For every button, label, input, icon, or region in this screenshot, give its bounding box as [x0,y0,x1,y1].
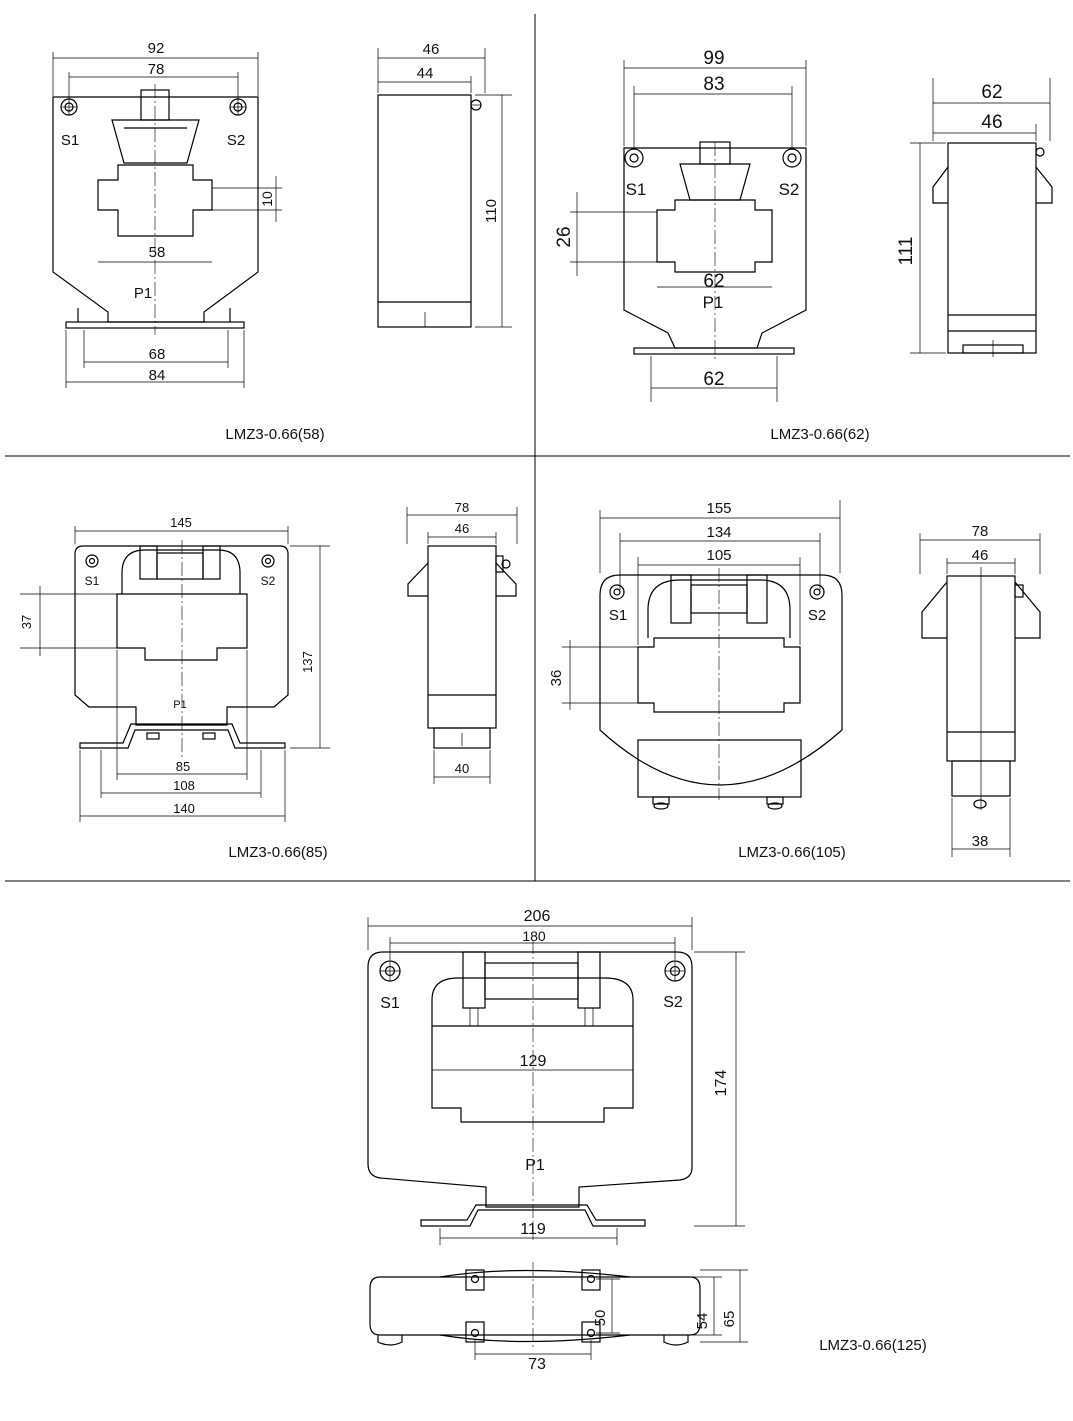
terminal-screw-icon [664,960,686,982]
terminal-screw-icon [1035,147,1045,157]
dim-window-height: 37 [19,615,34,629]
label-terminal-s1: S1 [609,607,627,624]
label-terminal-s2: S2 [808,607,826,624]
label-primary-p1: P1 [134,285,152,302]
side-view-lmz62: 62 46 111 [896,78,1053,357]
side-dim-width-inner: 46 [981,112,1002,133]
dim-depth-outer: 65 [721,1311,738,1328]
label-terminal-s2: S2 [261,574,276,588]
terminal-screw-icon [624,148,644,168]
terminal-screw-icon [809,584,825,600]
side-dim-width-inner: 46 [455,521,469,536]
label-terminal-s1: S1 [626,180,647,199]
dim-window-height: 36 [548,670,565,687]
dim-width-holes: 180 [522,928,546,944]
terminal-screw-icon [261,554,275,568]
front-view-lmz62: 99 83 26 62 62 S1 S2 P1 [554,48,807,402]
side-dim-width-outer: 46 [423,41,440,58]
dim-height: 174 [713,1070,730,1097]
side-view-lmz105: 78 46 38 [919,523,1041,857]
dim-depth-inner: 50 [592,1310,609,1327]
label-terminal-s1: S1 [61,132,79,149]
side-view-lmz85: 78 46 40 [406,500,518,784]
front-view-lmz125: 206 180 129 174 119 S1 S2 P1 [367,908,745,1245]
label-terminal-s2: S2 [779,180,800,199]
bottom-view-lmz125: 50 54 65 73 [369,1262,748,1373]
dim-base-inner: 108 [173,778,195,793]
dim-base-outer: 140 [173,801,195,816]
bolt-icon [652,796,670,810]
side-dim-width-inner: 46 [972,547,989,564]
label-primary-p1: P1 [525,1157,545,1174]
panel-lmz62: 99 83 26 62 62 S1 S2 P1 62 46 11 [554,48,1053,443]
terminal-screw-icon [609,584,625,600]
dim-depth-mid: 54 [694,1313,711,1330]
side-dim-width-inner: 44 [417,65,434,82]
front-view-lmz85: 145 37 137 85 108 140 S1 S2 P1 [19,515,330,822]
terminal-screw-icon [229,98,247,116]
terminal-screw-icon [60,98,78,116]
label-terminal-s2: S2 [227,132,245,149]
side-dim-width-outer: 62 [981,82,1002,103]
dim-base-inner: 68 [149,346,166,363]
dim-width-holes: 83 [703,74,724,95]
terminal-screw-icon [495,555,511,573]
caption-lmz62: LMZ3-0.66(62) [770,426,869,443]
bolt-icon [766,796,784,810]
dim-window-width: 62 [703,271,724,292]
label-terminal-s1: S1 [380,995,400,1012]
side-dim-height: 111 [896,237,917,266]
caption-lmz58: LMZ3-0.66(58) [225,426,324,443]
dim-window-height: 26 [554,226,575,247]
dim-width-outer: 155 [706,500,731,517]
side-dim-width-outer: 78 [455,500,469,515]
terminal-screw-icon [1014,584,1024,598]
bolt-hole-icon [465,1269,485,1291]
dim-base-outer: 84 [149,367,166,384]
terminal-screw-icon [470,99,482,111]
side-dim-width-outer: 78 [972,523,989,540]
dim-base-width: 62 [703,369,724,390]
panel-separators [5,14,1070,882]
panel-lmz125: 206 180 129 174 119 S1 S2 P1 [367,908,927,1373]
side-view-lmz58: 46 44 110 [377,41,512,328]
dim-height: 137 [300,651,315,673]
dim-window-width: 58 [149,244,166,261]
dim-width-holes: 134 [706,524,731,541]
caption-lmz105: LMZ3-0.66(105) [738,844,846,861]
dim-base-width: 119 [520,1221,546,1238]
dim-width-holes: 78 [148,61,165,78]
label-terminal-s2: S2 [663,994,683,1011]
front-view-lmz105: 155 134 105 36 S1 S2 [548,500,843,810]
dim-hole-spacing: 73 [528,1356,546,1373]
terminal-screw-icon [85,554,99,568]
front-view-lmz58: 92 78 58 10 68 84 S1 S2 P1 [52,40,282,388]
dim-window-width: 105 [706,547,731,564]
dim-width-outer: 92 [148,40,165,57]
bolt-icon [973,799,987,809]
panel-lmz85: 145 37 137 85 108 140 S1 S2 P1 78 46 [19,500,518,861]
bolt-hole-icon [581,1269,601,1291]
panel-lmz58: 92 78 58 10 68 84 S1 S2 P1 46 44 110 LMZ… [52,40,512,443]
caption-lmz85: LMZ3-0.66(85) [228,844,327,861]
side-dim-height: 110 [483,199,500,223]
dim-width-outer: 99 [703,48,724,69]
terminal-screw-icon [782,148,802,168]
panel-lmz105: 155 134 105 36 S1 S2 78 46 38 LMZ3- [548,500,1041,861]
dim-width-outer: 206 [524,908,551,925]
dim-window-width: 129 [520,1053,547,1070]
terminal-screw-icon [379,960,401,982]
dim-width-outer: 145 [170,515,192,530]
dim-window-step: 10 [259,191,275,207]
side-dim-base-width: 40 [455,761,469,776]
caption-lmz125: LMZ3-0.66(125) [819,1337,927,1354]
label-primary-p1: P1 [703,293,724,312]
label-terminal-s1: S1 [85,574,100,588]
dim-window-width: 85 [176,759,190,774]
side-dim-base-width: 38 [972,833,989,850]
label-primary-p1: P1 [173,699,186,711]
